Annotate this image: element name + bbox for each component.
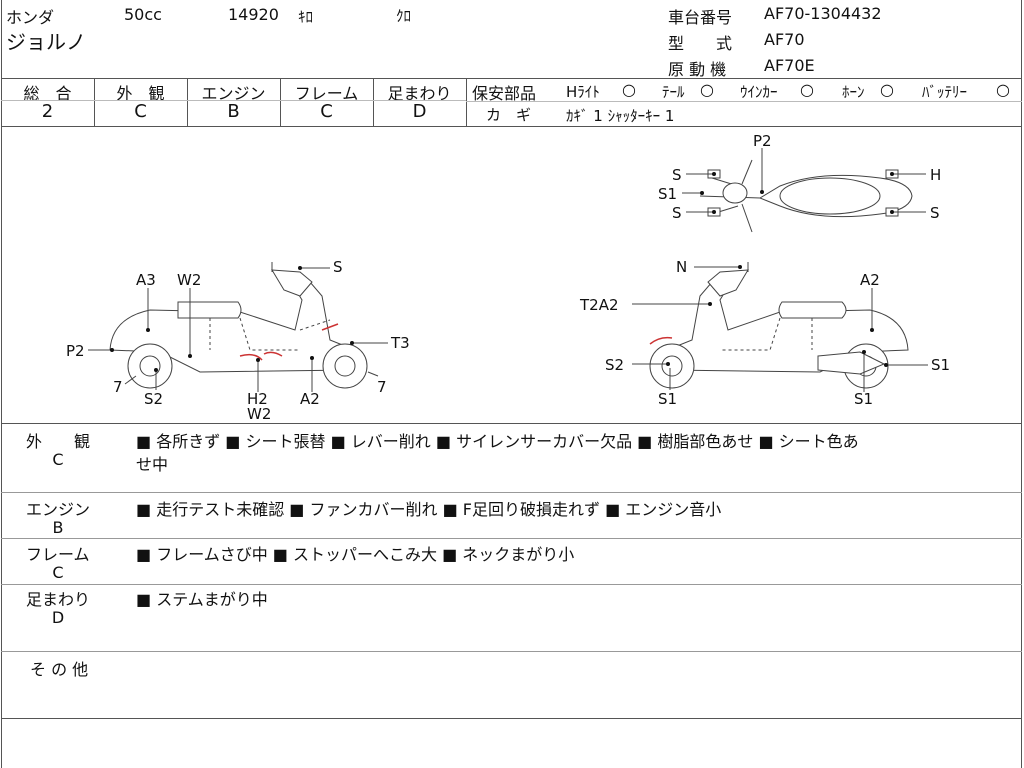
mileage: 14920 — [228, 5, 279, 24]
remark-text: ■ 各所きず ■ シート張替 ■ レバー削れ ■ サイレンサーカバー欠品 ■ 樹… — [136, 432, 859, 451]
model-type-value: AF70 — [764, 30, 805, 49]
leader-lines — [88, 148, 928, 392]
left-label-t3: T3 — [390, 334, 410, 352]
model-type-label: 型 式 — [668, 34, 733, 53]
remark-label: エンジン — [26, 500, 91, 519]
scooter-diagram: P2 S S1 S H S A3 W2 S P2 T3 7 S2 H2 W2 A… — [66, 132, 950, 423]
remark-divider — [1, 651, 1022, 652]
left-label-a3: A3 — [136, 271, 156, 289]
ratings-col-divider — [94, 78, 95, 126]
divider-ratings — [1, 126, 1022, 127]
safety-item-horn: ﾎｰﾝ — [842, 83, 865, 101]
engine-type-value: AF70E — [764, 56, 815, 75]
remark-grade: B — [52, 518, 64, 537]
outer-right-border — [1021, 0, 1022, 768]
displacement: 50cc — [124, 5, 162, 24]
frame-number-label: 車台番号 — [668, 8, 733, 27]
ratings-col-divider — [466, 78, 467, 126]
safety-item-winker: ｳｲﾝｶｰ — [740, 83, 778, 101]
horn-ok-mark: ○ — [880, 80, 894, 99]
left-label-w2b: W2 — [247, 405, 271, 423]
battery-ok-mark: ○ — [996, 80, 1010, 99]
remark-label: 外 観 — [26, 432, 91, 451]
top-label-s-right: S — [930, 204, 940, 222]
top-label-p2: P2 — [753, 132, 772, 150]
rating-exterior-label: 外 観 — [116, 84, 165, 103]
divider-header — [1, 78, 1022, 79]
right-label-s2: S2 — [605, 356, 624, 374]
winker-ok-mark: ○ — [800, 80, 814, 99]
ratings-col-divider — [373, 78, 374, 126]
rating-overall-label: 総 合 — [23, 84, 72, 103]
safety-item-taillight: ﾃｰﾙ — [662, 83, 685, 101]
right-label-t2a2: T2A2 — [579, 296, 619, 314]
scooter-top-view — [699, 159, 913, 233]
outer-left-border — [1, 0, 2, 768]
headlight-ok-mark: ○ — [622, 80, 636, 99]
remark-label: 足まわり — [26, 590, 91, 609]
right-label-s1-rear: S1 — [854, 390, 873, 408]
top-label-s1: S1 — [658, 185, 677, 203]
left-label-p2: P2 — [66, 342, 85, 360]
left-label-s: S — [333, 258, 343, 276]
top-label-s-upper: S — [672, 166, 682, 184]
scooter-left-view — [109, 262, 368, 389]
remark-label: フレーム — [26, 545, 90, 564]
right-label-a2: A2 — [860, 271, 880, 289]
rating-frame-label: フレーム — [294, 84, 359, 103]
rating-frame-value: C — [320, 101, 333, 122]
key-value: ｶｷﾞ 1 ｼｬｯﾀｰｷｰ 1 — [566, 107, 675, 125]
scooter-right-view — [649, 262, 909, 389]
safety-inner-divider — [466, 101, 1022, 102]
ratings-inner-divider — [1, 100, 466, 101]
body-color: ｸﾛ — [396, 7, 412, 25]
left-label-7-right: 7 — [377, 378, 387, 396]
left-label-7-left: 7 — [113, 378, 123, 396]
remark-text: ■ フレームさび中 ■ ストッパーへこみ大 ■ ネックまがり小 — [136, 545, 575, 564]
divider-diagram — [1, 423, 1022, 424]
left-label-h2: H2 — [247, 390, 268, 408]
rating-overall-value: 2 — [41, 101, 54, 122]
frame-number: AF70-1304432 — [764, 4, 882, 23]
engine-type-label: 原 動 機 — [668, 60, 727, 79]
top-label-h: H — [930, 166, 941, 184]
rating-suspension-value: D — [412, 101, 427, 122]
remark-divider-bottom — [1, 718, 1022, 719]
remark-text-continued: せ中 — [136, 455, 169, 474]
left-label-w2: W2 — [177, 271, 201, 289]
right-label-n: N — [676, 258, 687, 276]
remark-grade: D — [51, 608, 65, 627]
remark-divider — [1, 492, 1022, 493]
remark-text: ■ ステムまがり中 — [136, 590, 268, 609]
remark-text: ■ 走行テスト未確認 ■ ファンカバー削れ ■ F足回り破損走れず ■ エンジン… — [136, 500, 722, 519]
safety-item-battery: ﾊﾞｯﾃﾘｰ — [922, 83, 968, 101]
rating-engine-value: B — [227, 101, 240, 122]
taillight-ok-mark: ○ — [700, 80, 714, 99]
remark-divider — [1, 538, 1022, 539]
left-label-a2: A2 — [300, 390, 320, 408]
mileage-unit: ｷﾛ — [298, 8, 314, 26]
ratings-col-divider — [187, 78, 188, 126]
ratings-col-divider — [280, 78, 281, 126]
safety-item-headlight: Hﾗｲﾄ — [566, 83, 600, 101]
left-label-s2: S2 — [144, 390, 163, 408]
remark-divider — [1, 584, 1022, 585]
right-label-s1-front: S1 — [658, 390, 677, 408]
remark-label: そ の 他 — [30, 660, 89, 679]
safety-label: 保安部品 — [472, 84, 537, 103]
top-label-s-lower: S — [672, 204, 682, 222]
rating-engine-label: エンジン — [201, 84, 266, 103]
rating-suspension-label: 足まわり — [387, 84, 452, 103]
right-label-s1-side: S1 — [931, 356, 950, 374]
model-name: ジョルノ — [6, 30, 86, 54]
key-label: カ ギ — [486, 106, 532, 124]
remark-grade: C — [52, 563, 64, 582]
rating-exterior-value: C — [134, 101, 147, 122]
remark-grade: C — [52, 450, 64, 469]
maker-name: ホンダ — [6, 8, 55, 27]
